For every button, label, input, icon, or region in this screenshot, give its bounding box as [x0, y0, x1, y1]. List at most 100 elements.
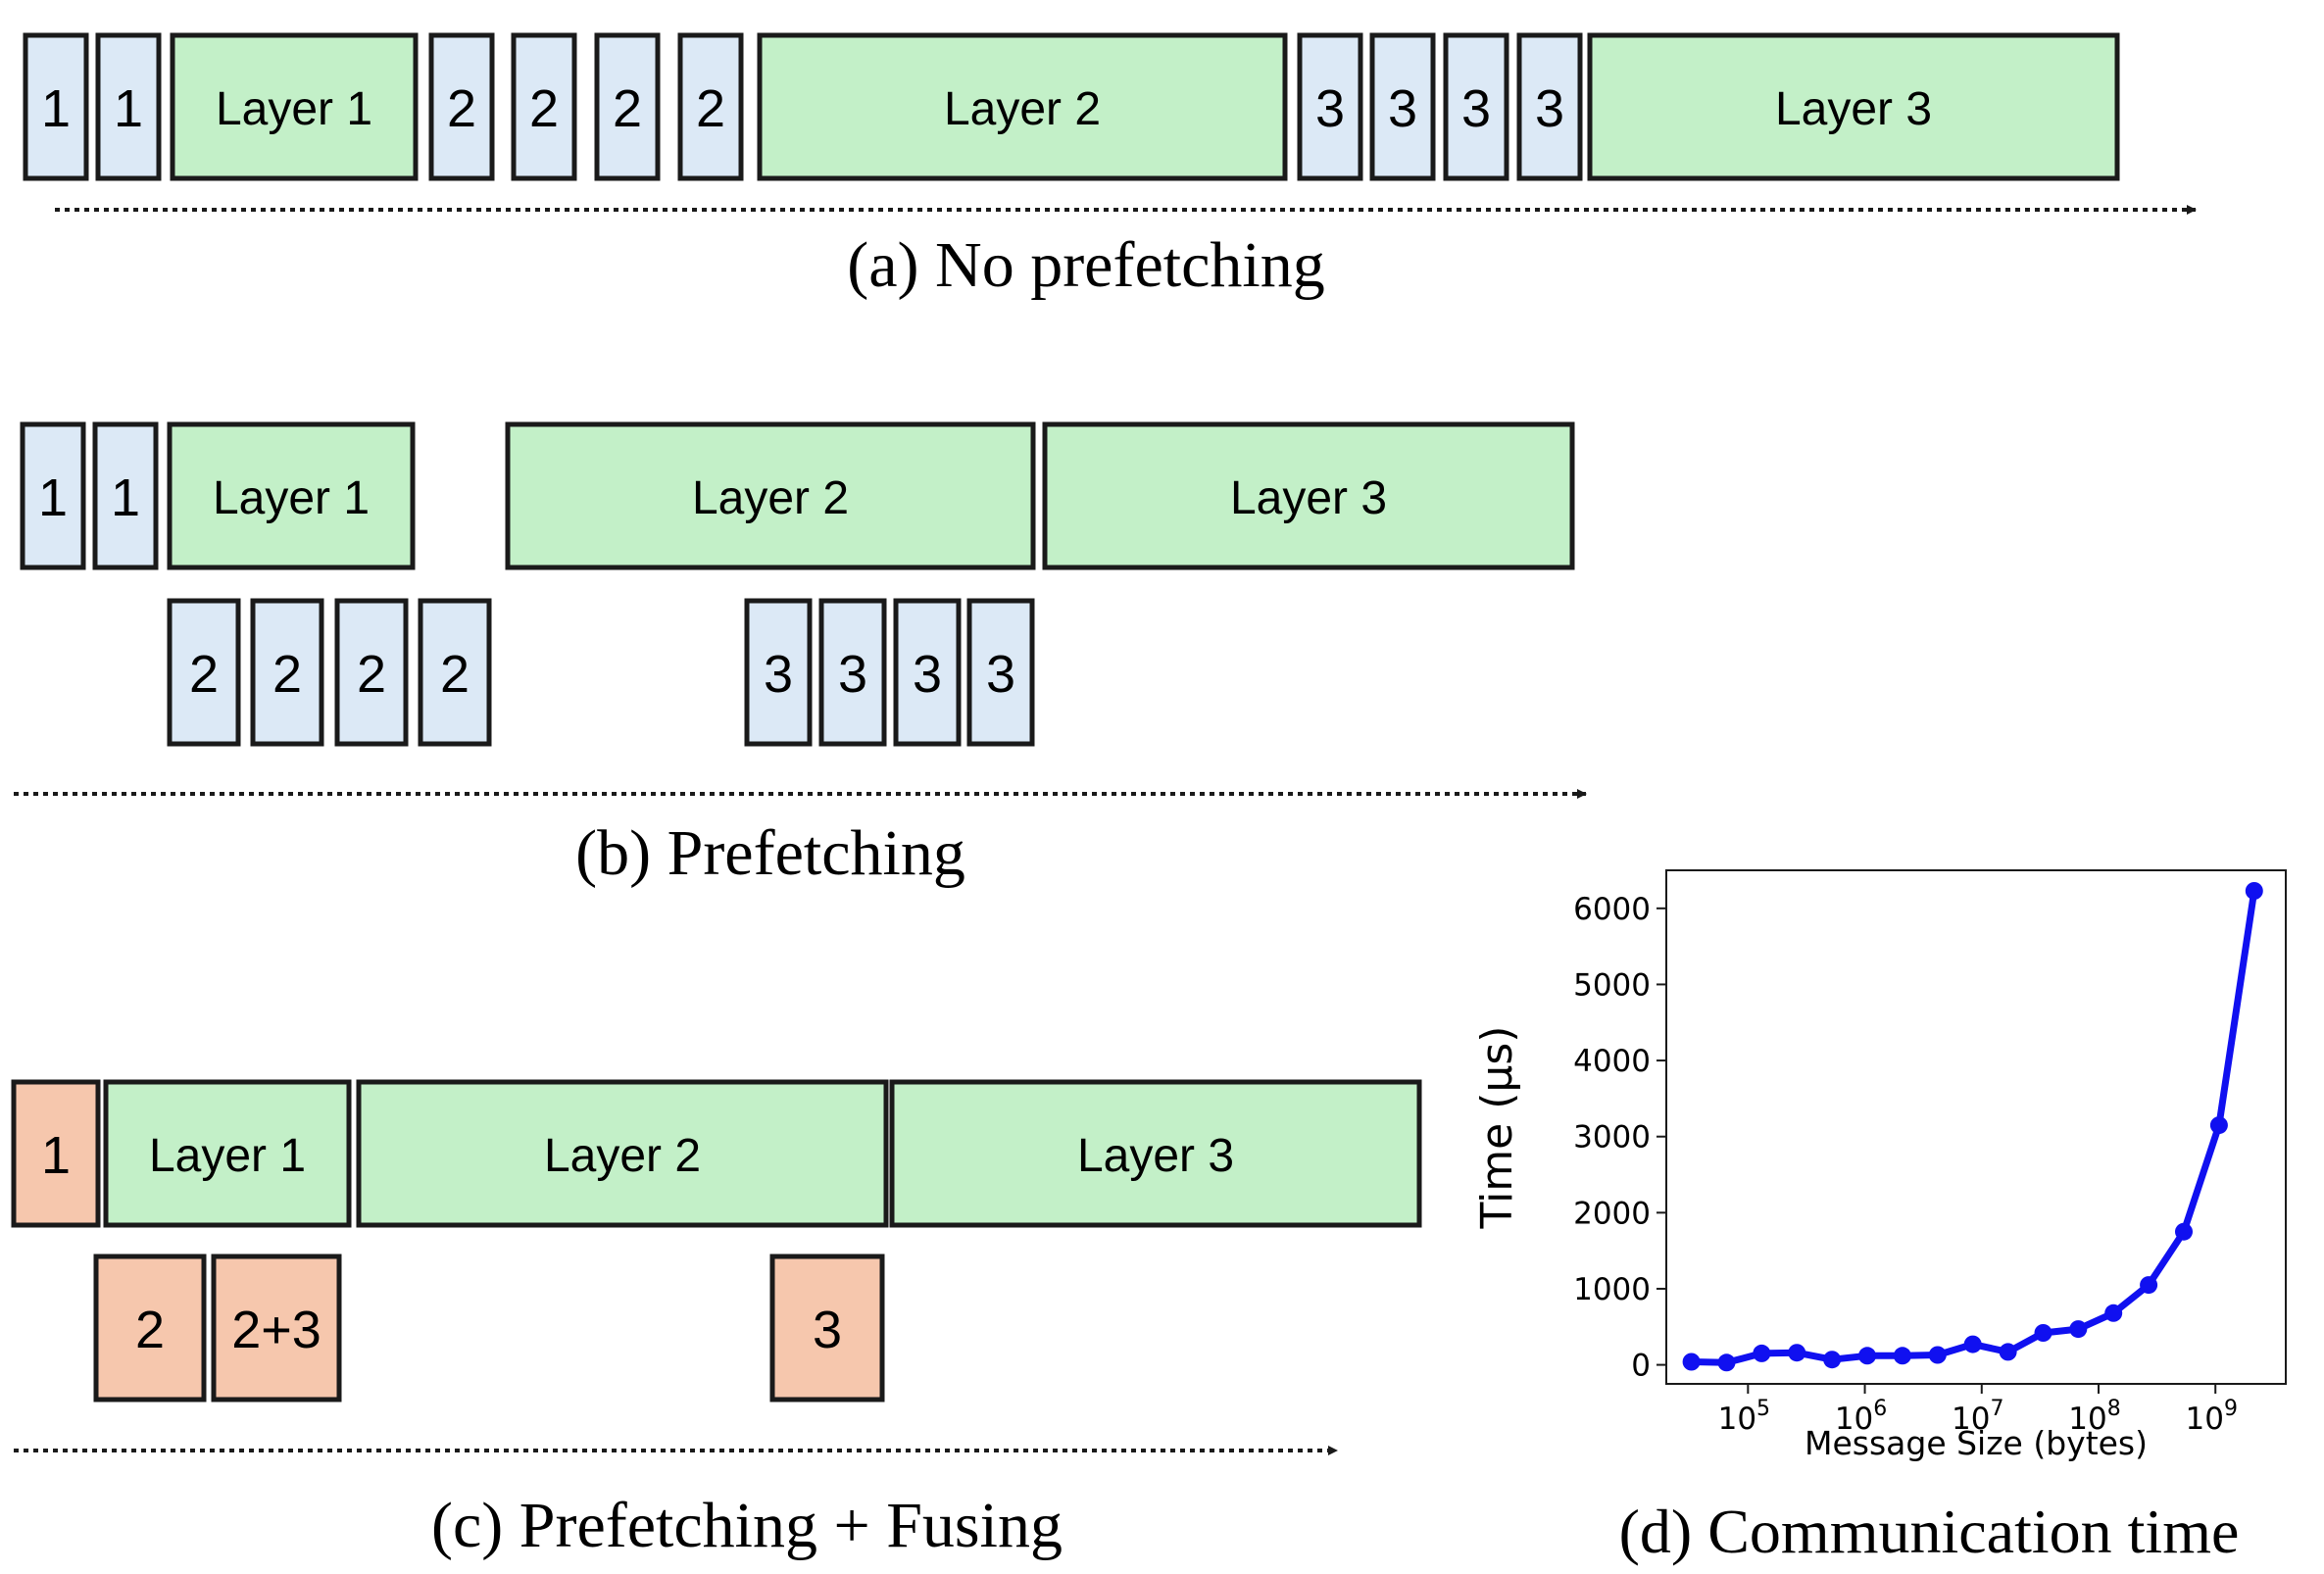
- panel-c-top-row: 1 Layer 1 Layer 2 Layer 3: [11, 1079, 1422, 1228]
- layer-box: Layer 2: [505, 421, 1036, 570]
- caption-b: (b) Prefetching: [575, 817, 965, 889]
- comm-box-label: 3: [1535, 79, 1564, 138]
- comm-box-label: 1: [114, 79, 143, 138]
- layer-box-label: Layer 1: [149, 1130, 306, 1182]
- comm-box-label: 2: [696, 79, 725, 138]
- comm-box: 2: [594, 32, 661, 181]
- comm-box-label: 1: [38, 468, 68, 527]
- fused-comm-box: 3: [769, 1254, 885, 1402]
- comm-box-label: 2: [529, 79, 559, 138]
- comm-box-label: 2: [357, 645, 386, 704]
- comm-box: 1: [20, 421, 86, 570]
- data-point: [1893, 1347, 1911, 1365]
- y-tick-label: 4000: [1573, 1044, 1651, 1079]
- comm-box-label: 3: [986, 645, 1015, 704]
- comm-box: 2: [511, 32, 577, 181]
- fused-comm-box: 2: [93, 1254, 207, 1402]
- layer-box-label: Layer 3: [1230, 472, 1387, 524]
- comm-box-label: 3: [764, 645, 793, 704]
- x-tick-exponent: 7: [1991, 1397, 2004, 1421]
- comm-box: 1: [95, 32, 162, 181]
- comm-box: 2: [167, 598, 241, 747]
- data-point: [1788, 1344, 1806, 1362]
- x-tick-base: 10: [1835, 1402, 1873, 1437]
- x-axis-label: Message Size (bytes): [1805, 1424, 2148, 1462]
- data-point: [1963, 1335, 1982, 1353]
- y-tick-label: 0: [1631, 1349, 1651, 1384]
- x-tick-base: 10: [1952, 1402, 1990, 1437]
- panel-b-bottom-row: 2 2 2 2 3 3 3 3: [167, 598, 1035, 747]
- x-tick-exponent: 8: [2107, 1397, 2121, 1421]
- fused-comm-box: 2+3: [211, 1254, 342, 1402]
- data-point: [1858, 1347, 1876, 1365]
- y-tick-label: 5000: [1573, 967, 1651, 1003]
- layer-box: Layer 3: [1587, 32, 2120, 181]
- data-point: [2104, 1303, 2123, 1322]
- series-line: [1688, 887, 2258, 1366]
- comm-box-label: 3: [1461, 79, 1491, 138]
- layer-box: Layer 1: [167, 421, 416, 570]
- comm-box: 3: [744, 598, 813, 747]
- comm-box: 2: [250, 598, 324, 747]
- caption-a: (a) No prefetching: [847, 229, 1324, 301]
- y-tick-label: 6000: [1573, 892, 1651, 927]
- x-tick-label: 106: [1835, 1397, 1887, 1437]
- comm-box: 1: [23, 32, 89, 181]
- fused-box-label: 1: [41, 1126, 71, 1185]
- plot-frame: [1665, 869, 2287, 1385]
- fused-box-label: 2: [135, 1301, 165, 1359]
- comm-box: 3: [1443, 32, 1509, 181]
- comm-box: 2: [677, 32, 744, 181]
- comm-box: 3: [818, 598, 887, 747]
- layer-box-label: Layer 2: [544, 1130, 701, 1182]
- data-point: [2209, 1116, 2228, 1135]
- comm-box-label: 3: [1315, 79, 1345, 138]
- y-tick-label: 1000: [1573, 1272, 1651, 1307]
- layer-box-label: Layer 1: [216, 83, 372, 135]
- comm-box-label: 3: [1388, 79, 1417, 138]
- y-axis-label: Time (µs): [1472, 1026, 1522, 1230]
- x-tick-base: 10: [1718, 1402, 1756, 1437]
- x-tick-label: 109: [2185, 1397, 2237, 1437]
- comm-box: 2: [428, 32, 495, 181]
- comm-box: 3: [966, 598, 1035, 747]
- x-tick-exponent: 5: [1756, 1397, 1770, 1421]
- data-point: [2069, 1320, 2088, 1339]
- x-tick-label: 108: [2068, 1397, 2120, 1437]
- comm-box: 1: [92, 421, 159, 570]
- comm-box-label: 2: [189, 645, 219, 704]
- layer-box-label: Layer 2: [944, 83, 1101, 135]
- comm-box-label: 2: [440, 645, 470, 704]
- x-tick-exponent: 9: [2224, 1397, 2238, 1421]
- layer-box: Layer 3: [889, 1079, 1422, 1228]
- layer-box: Layer 1: [103, 1079, 352, 1228]
- layer-box: Layer 1: [170, 32, 419, 181]
- panel-a-row: 1 1 Layer 1 2 2 2 2 Layer 2 3 3 3 3 Laye…: [23, 32, 2120, 181]
- comm-box: 2: [418, 598, 492, 747]
- layer-box: Layer 3: [1042, 421, 1575, 570]
- data-point: [1823, 1351, 1842, 1369]
- x-tick-base: 10: [2068, 1402, 2106, 1437]
- comm-box-label: 1: [41, 79, 71, 138]
- series-points: [1682, 882, 2263, 1372]
- data-point: [2175, 1222, 2193, 1241]
- x-tick-exponent: 6: [1873, 1397, 1887, 1421]
- y-tick-label: 2000: [1573, 1196, 1651, 1231]
- x-tick-base: 10: [2185, 1402, 2223, 1437]
- comm-box-label: 2: [613, 79, 642, 138]
- layer-box: Layer 2: [356, 1079, 889, 1228]
- data-point: [1717, 1353, 1736, 1372]
- data-point: [1682, 1353, 1701, 1371]
- layer-box-label: Layer 2: [692, 472, 849, 524]
- panel-c: 1 Layer 1 Layer 2 Layer 3 2 2+3 3 (c) Pr…: [11, 1079, 1422, 1561]
- comm-box: 2: [334, 598, 409, 747]
- x-tick-label: 107: [1952, 1397, 2003, 1437]
- comm-box: 3: [893, 598, 962, 747]
- comm-box-label: 3: [838, 645, 867, 704]
- layer-box: Layer 2: [757, 32, 1288, 181]
- panel-b: 1 1 Layer 1 Layer 2 Layer 3 2 2 2 2 3 3 …: [14, 421, 1587, 889]
- panel-c-bottom-row: 2 2+3 3: [93, 1254, 885, 1402]
